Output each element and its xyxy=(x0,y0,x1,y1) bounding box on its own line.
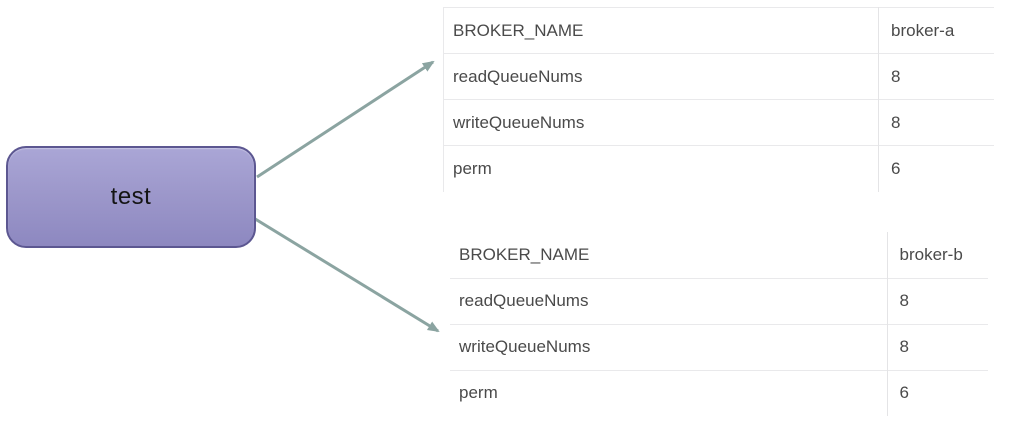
row-value: 8 xyxy=(878,53,994,100)
table-row: BROKER_NAME broker-b xyxy=(450,232,988,278)
row-key: perm xyxy=(450,369,887,416)
row-value: 6 xyxy=(886,369,988,416)
table-row: perm 6 xyxy=(450,369,988,416)
broker-a-table: BROKER_NAME broker-a readQueueNums 8 wri… xyxy=(443,7,994,192)
row-key: writeQueueNums xyxy=(450,323,887,370)
table-row: writeQueueNums 8 xyxy=(443,99,994,146)
table-row: writeQueueNums 8 xyxy=(450,323,988,370)
row-value: 8 xyxy=(886,323,988,370)
row-key: BROKER_NAME xyxy=(459,244,590,264)
table-row: readQueueNums 8 xyxy=(450,277,988,324)
topic-node-label: test xyxy=(110,183,152,210)
row-value: broker-b xyxy=(886,232,988,278)
row-value: 8 xyxy=(886,277,988,324)
row-value: 6 xyxy=(878,145,994,192)
row-key: perm xyxy=(443,145,879,192)
topic-node: test xyxy=(6,146,256,248)
row-key: readQueueNums xyxy=(443,53,879,100)
row-value: broker-a xyxy=(878,7,994,54)
arrow-topic-to-broker-a xyxy=(256,60,435,179)
table-row: readQueueNums 8 xyxy=(443,53,994,100)
row-key: writeQueueNums xyxy=(443,99,879,146)
table-row: BROKER_NAME broker-a xyxy=(444,7,994,54)
row-value: 8 xyxy=(878,99,994,146)
arrow-topic-to-broker-b xyxy=(251,215,440,333)
broker-b-table: BROKER_NAME broker-b readQueueNums 8 wri… xyxy=(450,232,988,416)
row-key: readQueueNums xyxy=(450,277,887,324)
row-key: BROKER_NAME xyxy=(453,20,584,40)
table-row: perm 6 xyxy=(443,145,994,192)
